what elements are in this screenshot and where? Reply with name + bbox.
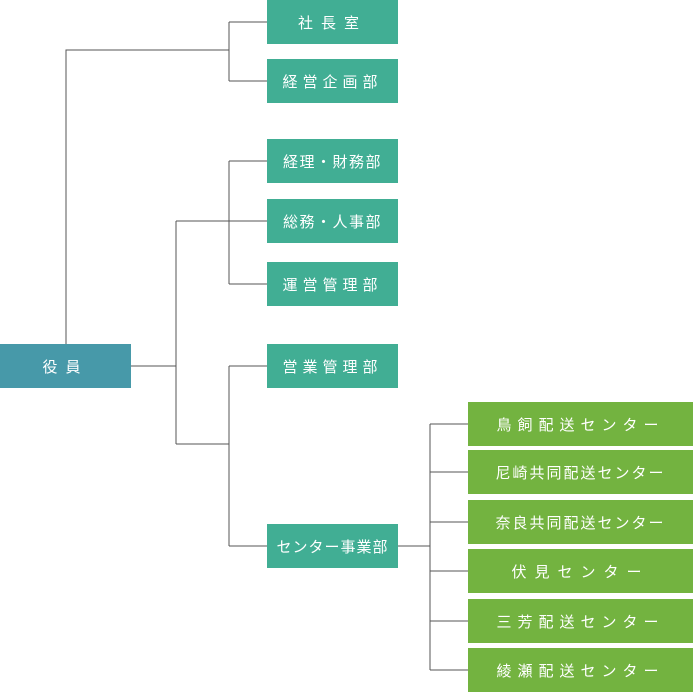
node-shachoshitsu: 社長室 [267,0,398,44]
node-unei-kanri: 運営管理部 [267,262,398,306]
node-keiri-zaimu: 経理・財務部 [267,139,398,183]
node-label: センター事業部 [276,537,389,556]
node-label: 三芳配送センター [496,612,665,631]
node-label: 経理・財務部 [282,152,382,171]
node-label: 尼崎共同配送センター [495,463,666,482]
node-label: 鳥飼配送センター [496,415,665,434]
node-center-miyoshi: 三芳配送センター [468,599,693,643]
node-label: 営業管理部 [282,357,383,376]
node-center-nara: 奈良共同配送センター [468,500,693,544]
node-eigyo-kanri: 営業管理部 [267,344,398,388]
node-yakuin: 役員 [0,344,131,388]
node-center-amagasaki: 尼崎共同配送センター [468,450,693,494]
node-keiei-kikaku: 経営企画部 [267,59,398,103]
node-label: 伏見センター [511,562,650,581]
node-somu-jinji: 総務・人事部 [267,199,398,243]
node-label: 運営管理部 [282,275,383,294]
node-label: 社長室 [297,13,367,32]
node-center-jigyo: センター事業部 [267,524,398,568]
node-label: 経営企画部 [282,72,383,91]
node-center-ayase: 綾瀬配送センター [468,648,693,692]
node-label: 役員 [42,357,89,376]
node-label: 総務・人事部 [282,212,382,231]
node-label: 綾瀬配送センター [496,661,665,680]
connector-root-to-group1 [65,49,229,344]
node-label: 奈良共同配送センター [495,513,666,532]
node-center-torikai: 鳥飼配送センター [468,402,693,446]
node-center-fushimi: 伏見センター [468,549,693,593]
